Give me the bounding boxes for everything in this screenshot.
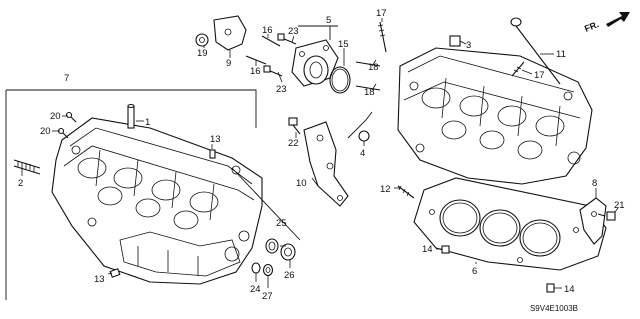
part-11-long-bolt bbox=[510, 17, 561, 85]
callout-18b: 18 bbox=[364, 87, 375, 98]
part-13-plug-upper bbox=[209, 149, 216, 159]
part-12-bolt bbox=[397, 185, 415, 199]
callout-8: 8 bbox=[592, 178, 597, 189]
leader-lines bbox=[21, 18, 619, 289]
rear-cylinder-head bbox=[51, 117, 263, 285]
callout-4: 4 bbox=[360, 148, 365, 159]
part-23-bolts bbox=[263, 33, 297, 77]
callout-17b: 17 bbox=[534, 70, 545, 81]
part-13-plug-lower bbox=[109, 268, 121, 278]
callout-2: 2 bbox=[18, 178, 23, 189]
part-14-plug-lower bbox=[546, 283, 555, 293]
part-10-bracket bbox=[303, 121, 349, 207]
part-15-o-ring bbox=[329, 66, 351, 94]
callout-27: 27 bbox=[262, 291, 273, 302]
callout-14b: 14 bbox=[564, 284, 575, 295]
callout-labels: 1 2 7 20 20 13 13 24 27 25 26 19 9 16 16… bbox=[18, 8, 625, 302]
callout-24: 24 bbox=[250, 284, 261, 295]
part-24-seal bbox=[251, 262, 261, 274]
callout-20a: 20 bbox=[50, 111, 61, 122]
part-25-seal bbox=[265, 238, 279, 254]
callout-23a: 23 bbox=[288, 26, 299, 37]
callout-12: 12 bbox=[380, 184, 391, 195]
callout-19: 19 bbox=[197, 48, 208, 59]
part-7-group-bracket bbox=[5, 89, 301, 300]
front-direction-indicator: FR. bbox=[583, 12, 630, 34]
callout-21: 21 bbox=[614, 200, 625, 211]
callout-3: 3 bbox=[466, 40, 471, 51]
front-head-cam-journals bbox=[421, 87, 565, 160]
part-17-stud-upper bbox=[377, 21, 387, 53]
part-17-stud-right bbox=[511, 61, 525, 77]
callout-14a: 14 bbox=[422, 244, 433, 255]
part-16-studs bbox=[245, 35, 281, 65]
callout-23b: 23 bbox=[276, 84, 287, 95]
callout-5: 5 bbox=[326, 15, 331, 26]
callout-13b: 13 bbox=[94, 274, 105, 285]
callout-6: 6 bbox=[472, 266, 477, 277]
callout-25: 25 bbox=[276, 218, 287, 229]
part-2-stud-bolt bbox=[13, 159, 41, 175]
callout-9: 9 bbox=[226, 58, 231, 69]
part-26-plug bbox=[280, 243, 296, 261]
part-1-dowel-pin bbox=[127, 103, 135, 129]
part-27-plug bbox=[262, 263, 274, 277]
part-21-bolt bbox=[597, 211, 616, 221]
callout-18a: 18 bbox=[368, 62, 379, 73]
callout-22: 22 bbox=[288, 138, 299, 149]
callout-20b: 20 bbox=[40, 126, 51, 137]
part-9-bracket bbox=[213, 15, 247, 51]
part-3-cap bbox=[449, 35, 461, 47]
callout-15: 15 bbox=[338, 39, 349, 50]
direction-arrow-icon bbox=[606, 12, 630, 27]
callout-17a: 17 bbox=[376, 8, 387, 19]
part-20-bolts bbox=[57, 111, 77, 139]
part-18-studs bbox=[355, 61, 381, 91]
part-14-plug-upper bbox=[441, 245, 450, 254]
direction-label: FR. bbox=[583, 19, 600, 34]
callout-16a: 16 bbox=[262, 25, 273, 36]
callout-1: 1 bbox=[145, 117, 150, 128]
part-4-nut bbox=[358, 130, 370, 142]
callout-26: 26 bbox=[284, 270, 295, 281]
front-cylinder-head bbox=[397, 47, 593, 185]
callout-10: 10 bbox=[296, 178, 307, 189]
callout-11: 11 bbox=[556, 49, 566, 60]
part-19-nut bbox=[195, 33, 209, 47]
callout-13a: 13 bbox=[210, 134, 221, 145]
rear-head-cam-journals bbox=[77, 157, 219, 230]
part-5-housing bbox=[291, 39, 339, 87]
part-6-head-gasket bbox=[413, 177, 607, 271]
part-22-bolt bbox=[288, 117, 301, 135]
callout-16b: 16 bbox=[250, 66, 261, 77]
diagram-code: S9V4E1003B bbox=[530, 304, 578, 313]
callout-7: 7 bbox=[64, 73, 69, 84]
